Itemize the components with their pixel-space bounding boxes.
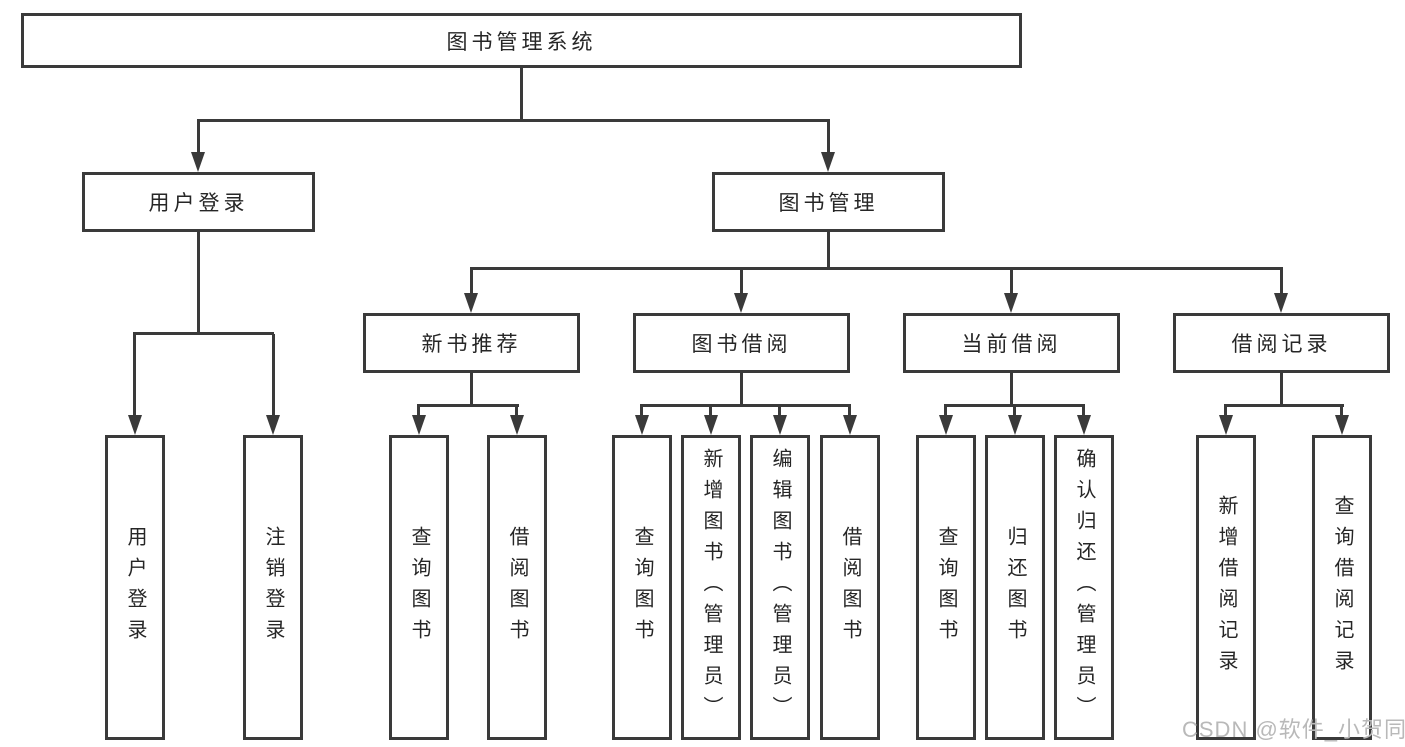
node-root: 图书管理系统 — [21, 13, 1022, 68]
arrow-head — [1335, 415, 1349, 435]
arrow-head — [734, 293, 748, 313]
node-user-login: 用户登录 — [82, 172, 315, 232]
arrow-head — [1274, 293, 1288, 313]
connector-line — [1340, 405, 1343, 417]
node-new-book-recommend: 新书推荐 — [363, 313, 580, 373]
connector-line — [197, 119, 830, 122]
csdn-watermark-text: CSDN @软件_小贺同 — [1182, 717, 1405, 742]
node-book-borrowing-label: 图书借阅 — [691, 333, 792, 356]
connector-line — [848, 405, 851, 417]
connector-line — [827, 121, 830, 154]
node-borrowing-records-label: 借阅记录 — [1231, 333, 1332, 356]
arrow-head — [1008, 415, 1022, 435]
connector-line — [740, 373, 743, 406]
arrow-head — [128, 415, 142, 435]
leaf-current-query-books: 查询图书 — [916, 435, 976, 740]
leaf-recommend-borrow-books: 借阅图书 — [487, 435, 547, 740]
connector-line — [1280, 373, 1283, 406]
arrow-head — [821, 152, 835, 172]
leaf-return-books-label: 归还图书 — [1004, 525, 1026, 650]
arrow-head — [266, 415, 280, 435]
leaf-recommend-borrow-books-label: 借阅图书 — [506, 525, 528, 650]
leaf-add-borrow-record-label: 新增借阅记录 — [1215, 494, 1237, 681]
leaf-borrow-query-books-label: 查询图书 — [631, 525, 653, 650]
arrow-head — [773, 415, 787, 435]
arrow-head — [1219, 415, 1233, 435]
node-book-management: 图书管理 — [712, 172, 945, 232]
connector-line — [470, 267, 1283, 270]
arrow-head — [412, 415, 426, 435]
arrow-head — [843, 415, 857, 435]
leaf-edit-books-admin: 编辑图书（管理员） — [750, 435, 810, 740]
leaf-add-books-admin-label: 新增图书（管理员） — [700, 448, 722, 727]
arrow-head — [464, 293, 478, 313]
connector-line — [827, 232, 830, 270]
connector-line — [133, 332, 274, 335]
connector-line — [1280, 269, 1283, 295]
connector-line — [272, 334, 275, 417]
leaf-borrow-books: 借阅图书 — [820, 435, 880, 740]
arrow-head — [1077, 415, 1091, 435]
connector-line — [1224, 405, 1227, 417]
leaf-recommend-query-books-label: 查询图书 — [408, 525, 430, 650]
connector-line — [1013, 405, 1016, 417]
leaf-current-query-books-label: 查询图书 — [935, 525, 957, 650]
node-book-management-label: 图书管理 — [778, 192, 879, 215]
connector-line — [197, 232, 200, 335]
node-root-label: 图书管理系统 — [446, 30, 597, 54]
connector-line — [740, 269, 743, 295]
arrow-head — [635, 415, 649, 435]
arrow-head — [191, 152, 205, 172]
connector-line — [778, 405, 781, 417]
leaf-borrow-books-label: 借阅图书 — [839, 525, 861, 650]
connector-line — [709, 405, 712, 417]
leaf-edit-books-admin-label: 编辑图书（管理员） — [769, 448, 791, 727]
connector-line — [1010, 373, 1013, 406]
arrow-head — [510, 415, 524, 435]
connector-line — [470, 269, 473, 295]
leaf-borrow-query-books: 查询图书 — [612, 435, 672, 740]
leaf-logout: 注销登录 — [243, 435, 303, 740]
node-borrowing-records: 借阅记录 — [1173, 313, 1390, 373]
leaf-user-login: 用户登录 — [105, 435, 165, 740]
connector-line — [197, 121, 200, 154]
connector-line — [1224, 404, 1344, 407]
leaf-logout-label: 注销登录 — [262, 525, 284, 650]
leaf-confirm-return-admin-label: 确认归还（管理员） — [1073, 448, 1095, 727]
connector-line — [1082, 405, 1085, 417]
node-user-login-label: 用户登录 — [148, 192, 249, 215]
csdn-watermark: CSDN @软件_小贺同学 — [1182, 712, 1405, 744]
connector-line — [944, 405, 947, 417]
arrow-head — [939, 415, 953, 435]
leaf-add-books-admin: 新增图书（管理员） — [681, 435, 741, 740]
connector-line — [520, 68, 523, 122]
node-book-borrowing: 图书借阅 — [633, 313, 850, 373]
leaf-query-borrow-record: 查询借阅记录 — [1312, 435, 1372, 740]
leaf-recommend-query-books: 查询图书 — [389, 435, 449, 740]
connector-line — [470, 373, 473, 406]
connector-line — [1010, 269, 1013, 295]
leaf-user-login-label: 用户登录 — [124, 525, 146, 650]
leaf-add-borrow-record: 新增借阅记录 — [1196, 435, 1256, 740]
connector-line — [133, 334, 136, 417]
leaf-query-borrow-record-label: 查询借阅记录 — [1331, 494, 1353, 681]
connector-line — [417, 405, 420, 417]
node-new-book-recommend-label: 新书推荐 — [421, 333, 522, 356]
arrow-head — [704, 415, 718, 435]
leaf-return-books: 归还图书 — [985, 435, 1045, 740]
node-current-borrowing: 当前借阅 — [903, 313, 1120, 373]
connector-line — [640, 405, 643, 417]
connector-line — [417, 404, 519, 407]
arrow-head — [1004, 293, 1018, 313]
leaf-confirm-return-admin: 确认归还（管理员） — [1054, 435, 1114, 740]
connector-line — [515, 405, 518, 417]
node-current-borrowing-label: 当前借阅 — [961, 333, 1062, 356]
connector-line — [640, 404, 851, 407]
